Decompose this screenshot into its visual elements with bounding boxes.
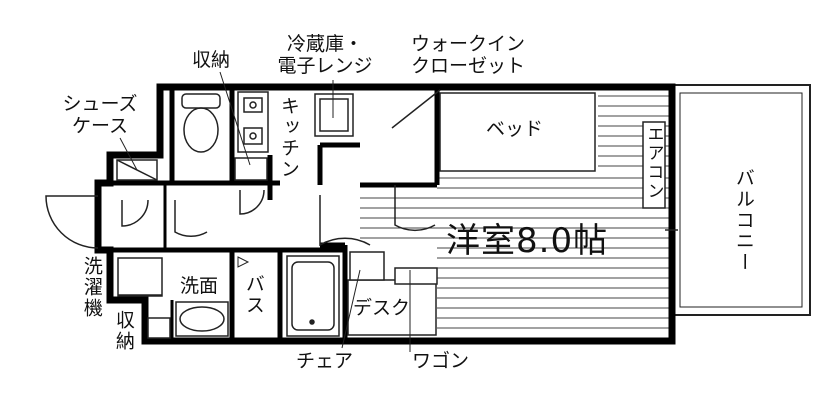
leader-lines — [119, 71, 411, 352]
label-washroom: 洗面 — [180, 275, 219, 297]
label-storage-bottom: 収納 — [112, 310, 135, 352]
label-fridge-microwave: 冷蔵庫・ 電子レンジ — [270, 33, 380, 78]
label-closet-line2: クローゼット — [410, 54, 525, 77]
fridge-box — [314, 93, 354, 137]
washing-machine — [117, 257, 163, 297]
label-closet-line1: ウォークイン — [410, 33, 525, 55]
label-room: 洋室8.0帖 — [446, 221, 609, 261]
label-chair: チェア — [296, 350, 354, 372]
closet-diagonal — [391, 89, 441, 129]
label-walk-in-closet: ウォークイン クローゼット — [398, 33, 538, 78]
bathtub — [286, 255, 340, 337]
label-balcony: バルコニー — [732, 168, 755, 273]
label-fridge-line2: 電子レンジ — [277, 54, 373, 77]
wash-basin — [175, 301, 229, 337]
doors — [45, 185, 436, 249]
storage-bottom-box — [147, 317, 171, 339]
kitchen-fixtures — [237, 91, 269, 153]
desk — [347, 279, 437, 336]
label-laundry: 洗濯機 — [80, 256, 103, 319]
label-kitchen: キッチン — [277, 96, 300, 180]
chair-box — [349, 251, 385, 281]
label-shoe-line2: ケース — [71, 114, 129, 137]
wagon-box — [394, 267, 438, 285]
toilet — [181, 93, 221, 153]
aircon — [642, 121, 666, 209]
label-fridge-line1: 冷蔵庫・ — [286, 33, 363, 55]
interior-walls — [110, 87, 440, 341]
label-desk: デスク — [353, 297, 411, 319]
bed — [439, 92, 596, 172]
floor-hatching — [360, 95, 672, 329]
storage-top-box — [234, 157, 268, 181]
label-storage-top: 収納 — [192, 49, 231, 71]
label-shoe-case: シューズ ケース — [52, 93, 148, 138]
label-bath: バス — [242, 274, 265, 316]
label-wagon: ワゴン — [412, 350, 470, 372]
label-aircon: エアコン — [643, 125, 664, 201]
label-shoe-line1: シューズ — [62, 93, 138, 115]
bath-arrow — [237, 256, 250, 268]
label-bed: ベッド — [486, 118, 544, 140]
